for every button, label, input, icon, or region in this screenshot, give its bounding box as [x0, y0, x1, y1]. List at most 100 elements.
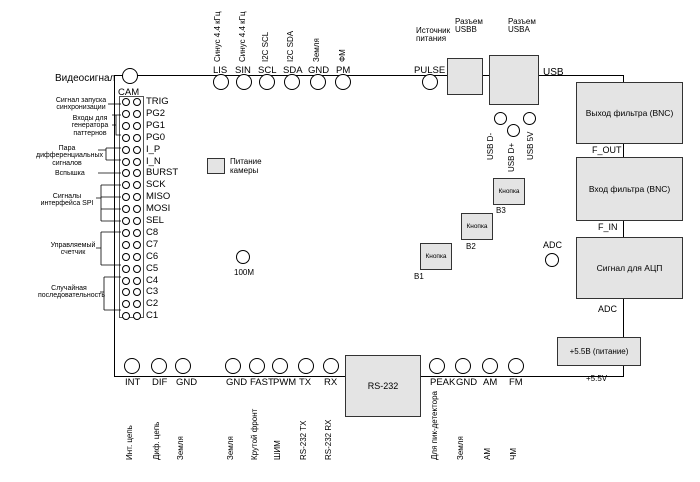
- button-b2[interactable]: Кнопка: [461, 213, 493, 240]
- header-hole[interactable]: [122, 205, 130, 214]
- bottom-pin-peak[interactable]: [429, 358, 445, 374]
- bottom-pin-dif[interactable]: [151, 358, 167, 374]
- usb-5v-pin[interactable]: [523, 112, 536, 125]
- header-hole[interactable]: [122, 169, 130, 178]
- usb-d-minus-pin[interactable]: [494, 112, 507, 125]
- label-counter: Управляемый счетчик: [50, 242, 96, 257]
- header-pin-label: C3: [146, 286, 159, 298]
- header-hole[interactable]: [122, 240, 130, 249]
- header-pin-label: MISO: [146, 191, 171, 203]
- header-hole[interactable]: [122, 300, 130, 309]
- pin-circle[interactable]: [236, 74, 252, 90]
- bottom-pin-int[interactable]: [124, 358, 140, 374]
- pin-circle[interactable]: [335, 74, 351, 90]
- bnc-pin-label: ADC: [598, 304, 618, 314]
- header-hole[interactable]: [122, 98, 130, 106]
- button-label: Кнопка: [425, 253, 447, 260]
- pin-desc: Земля: [226, 436, 235, 460]
- header-hole[interactable]: [122, 217, 130, 225]
- header-hole[interactable]: [133, 145, 141, 154]
- header-pin-label: SCK: [146, 179, 166, 191]
- pin-circle[interactable]: [422, 74, 438, 90]
- usb-pin-label: USB 5V: [526, 131, 535, 160]
- bottom-pin-gnd[interactable]: [225, 358, 241, 374]
- adc-signal-connector[interactable]: Сигнал для АЦП: [576, 237, 683, 299]
- osc-label: 100M: [234, 268, 255, 277]
- header-hole[interactable]: [122, 228, 130, 237]
- bottom-pin-gnd[interactable]: [455, 358, 471, 374]
- rs232-connector[interactable]: RS-232: [345, 355, 421, 417]
- header-hole[interactable]: [133, 98, 141, 106]
- pin-desc: ШИМ: [273, 440, 282, 460]
- header-pin-label: PG2: [146, 107, 166, 119]
- header-hole[interactable]: [133, 228, 141, 237]
- pin-desc: RS-232 RX: [324, 419, 333, 460]
- cam-connector[interactable]: [122, 68, 138, 84]
- header-pin-label: C1: [146, 310, 159, 322]
- bottom-pin-rx[interactable]: [323, 358, 339, 374]
- pin-label: SDA: [283, 65, 303, 76]
- header-hole[interactable]: [133, 169, 141, 178]
- usbb-label: Разъем USBB: [455, 17, 483, 35]
- header-hole[interactable]: [133, 157, 141, 166]
- header-hole[interactable]: [133, 109, 141, 118]
- pin-desc: RS-232 TX: [299, 420, 308, 460]
- header-hole[interactable]: [122, 157, 130, 166]
- bnc-title: Выход фильтра (BNC): [585, 108, 674, 118]
- header-hole[interactable]: [122, 145, 130, 154]
- bottom-pin-pwm[interactable]: [272, 358, 288, 374]
- header-pin-label: SEL: [146, 215, 164, 226]
- button-id: B1: [414, 272, 424, 281]
- header-hole[interactable]: [133, 205, 141, 214]
- pin-label: SCL: [258, 65, 277, 76]
- usb-pin-label: USB D+: [507, 142, 516, 172]
- pin-circle[interactable]: [284, 74, 300, 90]
- header-hole[interactable]: [122, 193, 130, 202]
- bnc-filter-out[interactable]: Выход фильтра (BNC): [576, 82, 683, 144]
- header-hole[interactable]: [133, 217, 141, 225]
- header-hole[interactable]: [133, 312, 141, 321]
- bottom-pin-am[interactable]: [482, 358, 498, 374]
- header-hole[interactable]: [133, 240, 141, 249]
- bottom-pin-fast[interactable]: [249, 358, 265, 374]
- pin-circle[interactable]: [259, 74, 275, 90]
- header-hole[interactable]: [122, 288, 130, 297]
- header-hole[interactable]: [133, 193, 141, 202]
- button-b1[interactable]: Кнопка: [420, 243, 452, 270]
- pin-circle[interactable]: [310, 74, 326, 90]
- header-hole[interactable]: [133, 300, 141, 309]
- power-title: +5.5В (питание): [569, 347, 629, 356]
- pin-label: GND: [456, 377, 478, 388]
- header-hole[interactable]: [122, 181, 130, 190]
- video-label: Видеосигнал: [55, 73, 116, 84]
- button-label: Кнопка: [498, 188, 520, 195]
- header-hole[interactable]: [122, 264, 130, 273]
- adc-pin[interactable]: [545, 253, 559, 267]
- header-hole[interactable]: [122, 252, 130, 261]
- header-hole[interactable]: [122, 109, 130, 118]
- pin-desc: Земля: [312, 38, 321, 62]
- header-hole[interactable]: [122, 276, 130, 285]
- bottom-pin-fm[interactable]: [508, 358, 524, 374]
- usb-d-plus-pin[interactable]: [507, 124, 520, 137]
- header-hole[interactable]: [133, 276, 141, 285]
- pin-circle[interactable]: [213, 74, 229, 90]
- pin-desc: Крутой фронт: [250, 408, 259, 460]
- bottom-pin-gnd[interactable]: [175, 358, 191, 374]
- header-hole[interactable]: [133, 133, 141, 142]
- label-flash: Вспышка: [55, 170, 85, 177]
- header-hole[interactable]: [122, 121, 130, 130]
- header-hole[interactable]: [133, 252, 141, 261]
- bottom-pin-tx[interactable]: [298, 358, 314, 374]
- usba-connector: [489, 55, 539, 105]
- header-hole[interactable]: [133, 288, 141, 297]
- header-hole[interactable]: [133, 181, 141, 190]
- pin-label: FM: [509, 377, 523, 388]
- header-hole[interactable]: [133, 121, 141, 130]
- header-hole[interactable]: [133, 264, 141, 273]
- button-b3[interactable]: Кнопка: [493, 178, 525, 205]
- power-connector[interactable]: +5.5В (питание): [557, 337, 641, 366]
- header-hole[interactable]: [122, 133, 130, 142]
- header-hole[interactable]: [122, 312, 130, 321]
- bnc-filter-in[interactable]: Вход фильтра (BNC): [576, 157, 683, 221]
